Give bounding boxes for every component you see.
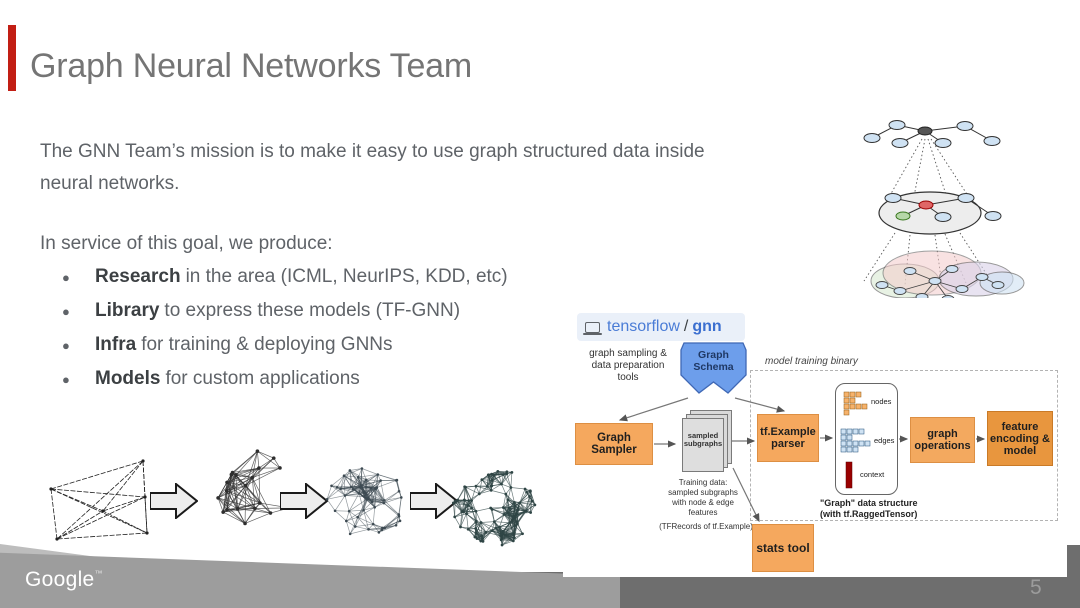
graph-sampler-box: Graph Sampler: [575, 423, 653, 465]
bullet-rest: to express these models (TF-GNN): [164, 300, 461, 321]
page-title: Graph Neural Networks Team: [30, 47, 473, 85]
bullet-icon: ●: [62, 304, 70, 319]
bullet-rest: in the area (ICML, NeurIPS, KDD, etc): [185, 266, 508, 287]
bullet-lead: Library: [95, 300, 160, 321]
repo-name: gnn: [692, 318, 722, 335]
tf-example-parser-box: tf.Example parser: [757, 414, 819, 462]
graph-data-structure-box: nodes edges context: [835, 383, 898, 495]
graph-hierarchy-illustration: [863, 120, 1025, 303]
bullet-icon: ●: [62, 372, 70, 387]
bullet-lead: Infra: [95, 334, 137, 355]
graph-medium-mesh: [216, 449, 292, 526]
arrow-right-icon: [150, 483, 198, 519]
tfgnn-diagram-panel: tensorflow / gnn graph sampling & data p…: [563, 298, 1067, 577]
laptop-icon: [583, 321, 602, 335]
graph-schema-banner: Graph Schema: [680, 342, 747, 396]
tools-label: graph sampling & data preparation tools: [589, 348, 667, 383]
google-logo-text: Google: [25, 568, 95, 591]
graph-sparse-wireframe: [49, 459, 149, 541]
tfrecords-caption: (TFRecords of tf.Example): [659, 522, 753, 531]
banner-shape: [680, 342, 747, 394]
bullet-lead: Models: [95, 368, 161, 389]
graph-dense-mesh: [325, 467, 403, 536]
graph-schema-label: Graph Schema: [693, 349, 734, 373]
bullet-rest: for training & deploying GNNs: [141, 334, 393, 355]
nodes-label: nodes: [871, 397, 892, 406]
mission-text: The GNN Team’s mission is to make it eas…: [40, 141, 705, 194]
bullet-lead: Research: [95, 266, 181, 287]
google-logo: Google™: [25, 568, 103, 592]
page-number: 5: [1030, 576, 1042, 599]
ragged-tensors-icon: [840, 391, 871, 489]
edges-label: edges: [874, 436, 895, 445]
bullet-icon: ●: [62, 338, 70, 353]
feature-encoding-model-box: feature encoding & model: [987, 411, 1053, 466]
sampled-subgraphs-icon: sampled subgraphs: [678, 410, 732, 478]
trademark-mark: ™: [94, 569, 103, 578]
stats-tool-box: stats tool: [752, 524, 814, 572]
graph-structure-caption: "Graph" data structure (with tf.RaggedTe…: [820, 498, 918, 519]
graph-operations-box: graph operations: [910, 417, 975, 463]
training-data-caption: Training data: sampled subgraphs with no…: [668, 478, 738, 517]
repo-org: tensorflow: [607, 318, 680, 335]
graph-densest-mesh: [452, 470, 537, 547]
model-training-binary-label: model training binary: [765, 356, 858, 367]
bullet-icon: ●: [62, 270, 70, 285]
sampled-subgraphs-label: sampled subgraphs: [683, 431, 723, 448]
model-training-binary-boundary: [750, 370, 1058, 521]
repo-separator: /: [683, 318, 689, 335]
context-label: context: [860, 470, 885, 479]
intro-text: In service of this goal, we produce:: [40, 233, 333, 254]
bullet-rest: for custom applications: [165, 368, 360, 389]
arrow-right-icon: [280, 483, 328, 519]
red-accent-bar: [8, 25, 16, 91]
tensorflow-gnn-repo-header: tensorflow / gnn: [577, 313, 745, 341]
arrow-right-icon: [410, 483, 458, 519]
